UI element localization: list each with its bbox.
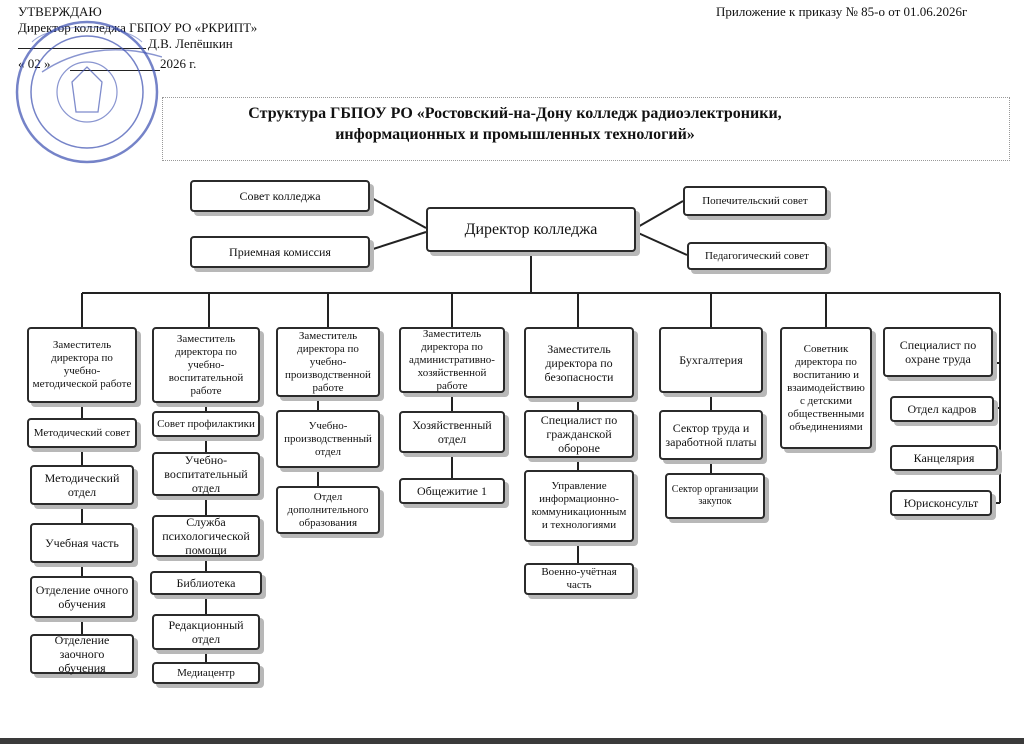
adviser-youth-box: Советник директора по воспитанию и взаим… xyxy=(780,327,872,449)
full-time-department-box: Отделение очного обучения xyxy=(30,576,134,618)
deputy-educational-box: Заместитель директора по учебно-воспитат… xyxy=(152,327,260,403)
admission-committee-box: Приемная комиссия xyxy=(190,236,370,268)
hr-department-box: Отдел кадров xyxy=(890,396,994,422)
civil-defense-specialist-box: Специалист по гражданской обороне xyxy=(524,410,634,458)
signature-name: Д.В. Лепёшкин xyxy=(148,36,233,51)
part-time-department-box: Отделение заочного обучения xyxy=(30,633,134,675)
title-line-2: информационных и промышленных технологий… xyxy=(335,126,695,143)
additional-education-box: Отдел дополнительного образования xyxy=(276,486,380,534)
methodical-department-box: Методический отдел xyxy=(30,465,134,505)
page-title: Структура ГБПОУ РО «Ростовский-на-Дону к… xyxy=(200,103,830,145)
labor-wages-sector-box: Сектор труда и заработной платы xyxy=(659,410,763,460)
ict-management-box: Управление информационно-коммуникационны… xyxy=(524,470,634,542)
approval-year: 2026 г. xyxy=(160,56,197,71)
legal-advisor-box: Юрисконсульт xyxy=(890,490,992,516)
psychological-service-box: Служба психологической помощи xyxy=(152,515,260,557)
prevention-council-box: Совет профилактики xyxy=(152,411,260,437)
title-line-1: Структура ГБПОУ РО «Ростовский-на-Дону к… xyxy=(248,105,782,122)
educational-department-box: Учебно-воспитательный отдел xyxy=(152,452,260,496)
approval-date-quote: « 02 » xyxy=(18,56,51,71)
dormitory-box: Общежитие 1 xyxy=(399,478,505,504)
labor-safety-specialist-box: Специалист по охране труда xyxy=(883,327,993,377)
deputy-security-box: Заместитель директора по безопасности xyxy=(524,327,634,398)
director-box: Директор колледжа xyxy=(426,207,636,252)
date-underline xyxy=(70,70,160,71)
media-center-box: Медиацентр xyxy=(152,662,260,684)
college-council-box: Совет колледжа xyxy=(190,180,370,212)
signature-underline xyxy=(18,48,146,49)
chancellery-box: Канцелярия xyxy=(890,445,998,471)
editorial-department-box: Редакционный отдел xyxy=(152,614,260,650)
household-department-box: Хозяйственный отдел xyxy=(399,411,505,453)
pedagogical-council-box: Педагогический совет xyxy=(687,242,827,270)
deputy-methodical-box: Заместитель директора по учебно-методиче… xyxy=(27,327,137,403)
military-registration-box: Военно-учётная часть xyxy=(524,563,634,595)
official-stamp xyxy=(15,20,162,164)
approve-label: УТВЕРЖДАЮ xyxy=(18,4,102,19)
title-frame xyxy=(162,97,1010,161)
appendix-note: Приложение к приказу № 85-о от 01.06.202… xyxy=(716,4,968,19)
scan-bottom-edge xyxy=(0,738,1024,744)
production-department-box: Учебно-производственный отдел xyxy=(276,410,380,468)
academic-office-box: Учебная часть xyxy=(30,523,134,563)
deputy-administrative-box: Заместитель директора по административно… xyxy=(399,327,505,393)
methodical-council-box: Методический совет xyxy=(27,418,137,448)
trustees-board-box: Попечительский совет xyxy=(683,186,827,216)
accounting-box: Бухгалтерия xyxy=(659,327,763,393)
library-box: Библиотека xyxy=(150,571,262,595)
procurement-sector-box: Сектор организации закупок xyxy=(665,473,765,519)
deputy-production-box: Заместитель директора по учебно-производ… xyxy=(276,327,380,397)
